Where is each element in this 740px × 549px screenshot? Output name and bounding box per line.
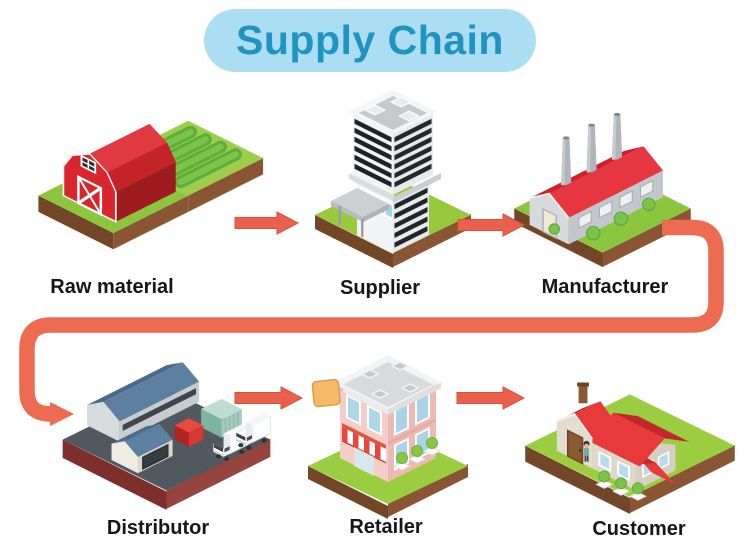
- label-manufacturer: Manufacturer: [541, 276, 669, 298]
- label-supplier: Supplier: [339, 277, 421, 299]
- label-raw-material: Raw material: [50, 276, 174, 298]
- office-building-icon: [315, 90, 471, 268]
- planter-bushes: [392, 437, 442, 471]
- warehouse-icon: [62, 362, 271, 510]
- house-icon: [525, 382, 735, 514]
- planter-bushes: [595, 470, 647, 501]
- factory-icon: [514, 112, 691, 267]
- person-figure: [583, 440, 590, 462]
- label-retailer: Retailer: [349, 516, 423, 538]
- title-badge: Supply Chain: [204, 9, 536, 72]
- barn-farm-icon: [38, 120, 264, 250]
- page-title: Supply Chain: [236, 17, 504, 63]
- label-customer: Customer: [592, 518, 686, 540]
- label-distributor: Distributor: [106, 517, 210, 539]
- storefront-icon: [308, 355, 468, 519]
- shop-sign: [311, 378, 341, 408]
